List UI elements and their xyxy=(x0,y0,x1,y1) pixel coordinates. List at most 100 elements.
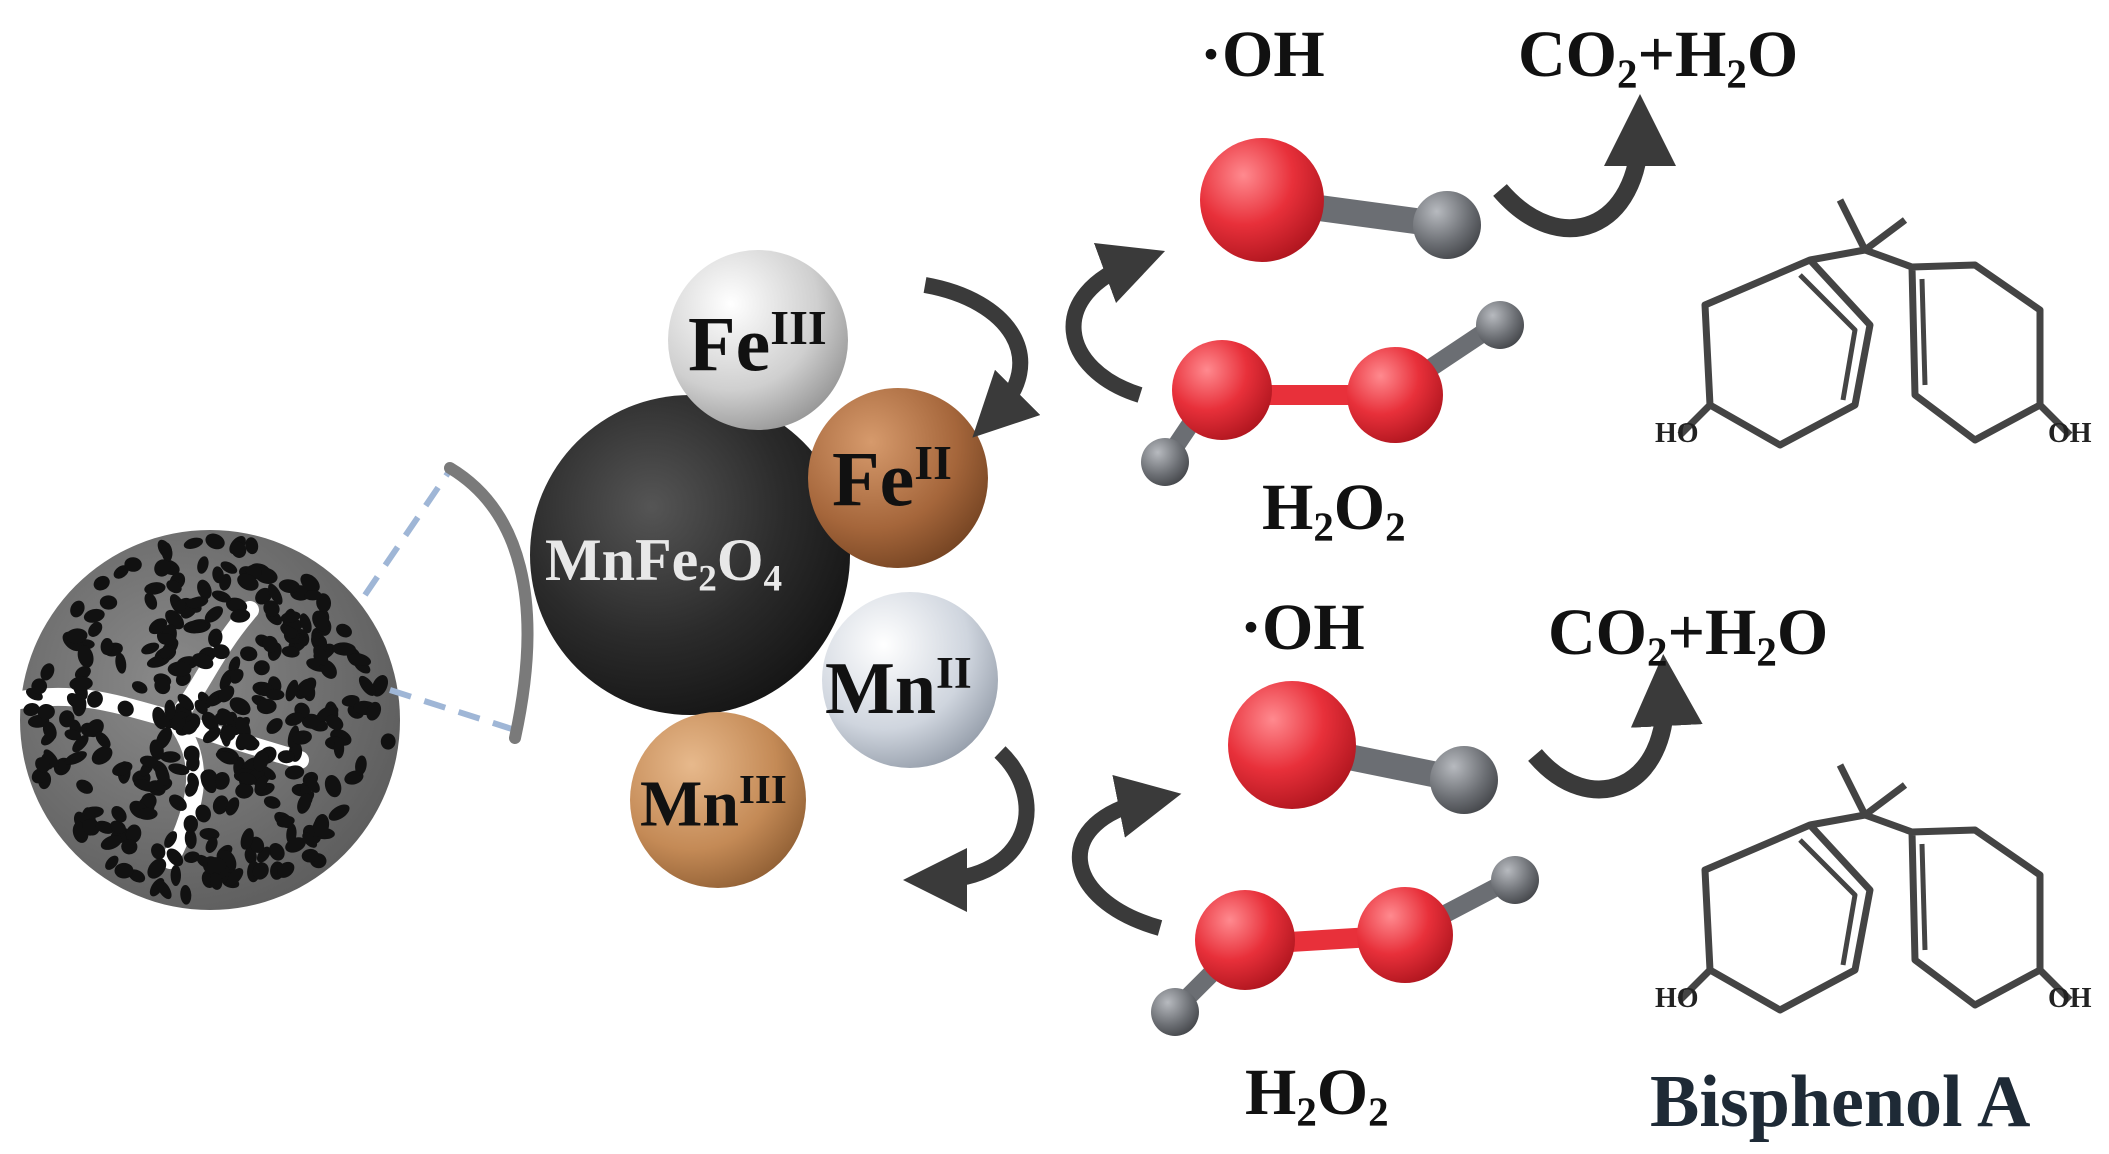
nanoparticle-dot xyxy=(156,879,172,900)
nanoparticle-dot xyxy=(286,823,297,845)
nanoparticle-dot xyxy=(336,623,352,638)
nanoparticle-dot xyxy=(220,561,238,574)
nanoparticle-dot xyxy=(215,750,238,764)
nanoparticle-dot xyxy=(111,806,127,823)
nanoparticle-dot xyxy=(355,755,367,776)
nanoparticle-dot xyxy=(87,691,103,708)
nanoparticle-dot xyxy=(69,676,93,691)
nanoparticle-dot xyxy=(217,708,234,725)
curved-arrow-bottom-right xyxy=(1071,774,1182,936)
curved-arrow-top-left xyxy=(923,277,1041,438)
fe3-ion xyxy=(668,250,848,430)
nanoparticle-dot xyxy=(219,725,237,742)
nanoparticle-dot xyxy=(199,828,220,841)
fe3-state: III xyxy=(770,302,827,355)
mn2-state: II xyxy=(936,647,972,698)
bpa-top-ho-label: HO xyxy=(1655,418,1699,449)
nanoparticle-dot xyxy=(184,780,199,797)
nanoparticle-dot xyxy=(37,703,55,720)
formula-mid: O xyxy=(716,527,764,593)
products-label-top: CO2+H2O xyxy=(1518,22,1798,95)
nanoparticle-dot xyxy=(42,721,57,741)
nanoparticle-dot xyxy=(263,600,280,617)
nanoparticle-dot xyxy=(263,796,281,809)
nanoparticle-dot xyxy=(285,679,299,702)
bisphenol-a-structure-bottom xyxy=(1677,763,2073,1014)
formula-base: MnFe xyxy=(545,527,699,593)
nanoparticle-dot xyxy=(366,701,382,721)
nanoparticle-dot xyxy=(299,613,312,634)
nanoparticle-dot xyxy=(249,836,265,853)
fe3-element: Fe xyxy=(688,300,771,388)
nanoparticle-dot xyxy=(240,646,258,662)
nanoparticle-dot xyxy=(306,777,320,793)
fe2-label: FeII xyxy=(832,439,952,519)
nanoparticle-dot xyxy=(131,681,148,694)
nanoparticle-dot xyxy=(284,765,305,780)
nanoparticle-dot xyxy=(117,700,134,717)
nanoparticle-dot xyxy=(205,837,218,853)
products-top-s1: 2 xyxy=(1617,51,1638,97)
nanoparticle-dot xyxy=(304,590,322,601)
nanoparticle-dot xyxy=(74,666,91,680)
nanoparticle-dot xyxy=(204,606,224,623)
nanoparticle-dot xyxy=(266,718,283,734)
nanoparticle-dot xyxy=(268,583,283,605)
nanoparticle-dot xyxy=(23,703,40,716)
nanoparticle-dot xyxy=(266,689,285,701)
formula-sub2: 4 xyxy=(763,558,783,600)
nanoparticle-dot xyxy=(281,645,300,658)
nanoparticle-dot xyxy=(194,699,208,715)
nanoparticle-dot xyxy=(167,661,192,677)
oh-radical-bottom xyxy=(1228,681,1498,814)
nanoparticle-dot xyxy=(31,678,48,695)
nanoparticle-dot xyxy=(168,763,190,776)
nanoparticle-dot xyxy=(183,851,200,863)
h2o2-bottom-s2: 2 xyxy=(1368,1089,1389,1135)
nanoparticle-dot xyxy=(139,755,160,768)
nanoparticle-dot xyxy=(236,732,259,751)
nanoparticle-dot xyxy=(114,862,134,879)
nanoparticle-dot xyxy=(278,579,301,594)
nanoparticle-dot xyxy=(225,797,240,816)
nanoparticle-dot xyxy=(301,848,319,863)
nanoparticle-dot xyxy=(154,559,171,577)
h2o2-top-s2: 2 xyxy=(1385,504,1406,550)
products-top-co: CO xyxy=(1518,18,1617,91)
products-top-s2: 2 xyxy=(1726,51,1747,97)
nanoparticle-dot xyxy=(231,541,247,558)
nanoparticle-dot xyxy=(192,653,214,670)
nanoparticle-dot xyxy=(113,565,129,579)
nanoparticle-dot xyxy=(312,610,330,632)
nanoparticle-dot xyxy=(255,587,272,605)
h2o2-bottom-o: O xyxy=(1316,1056,1369,1129)
nanoparticle-dot xyxy=(285,712,304,726)
nanoparticle-dot xyxy=(245,537,259,555)
nanoparticle-dot xyxy=(238,772,257,786)
products-bottom-s2: 2 xyxy=(1756,629,1777,675)
mn2-label: MnII xyxy=(825,647,972,727)
nanoparticle-dot xyxy=(197,579,212,600)
nanoparticle-dot xyxy=(59,710,75,728)
nanoparticle-dot xyxy=(230,668,244,684)
nanoparticle-dot xyxy=(166,580,182,594)
fe2-ion xyxy=(808,388,988,568)
nanoparticle-dot xyxy=(262,635,279,653)
nanoparticle-dot xyxy=(230,609,251,623)
nanoparticle-dot xyxy=(349,653,372,666)
nanoparticle-dot xyxy=(100,835,123,850)
porous-carbon-sphere xyxy=(11,530,400,910)
nanoparticle-dot xyxy=(277,861,295,878)
nanoparticle-dot xyxy=(219,669,233,691)
nanoparticle-dot xyxy=(256,698,277,715)
bisphenol-a-name: Bisphenol A xyxy=(1650,1061,2031,1143)
nanoparticle-dot xyxy=(213,772,230,790)
catalyst-formula-label: MnFe2O4 xyxy=(545,530,782,598)
nanoparticle-dot xyxy=(218,685,235,703)
h2o2-molecule-bottom xyxy=(1151,856,1539,1036)
nanoparticle-dot xyxy=(160,751,181,763)
nanoparticle-dot xyxy=(358,675,376,696)
nanoparticle-dot xyxy=(186,596,209,609)
products-bottom-s1: 2 xyxy=(1647,629,1668,675)
